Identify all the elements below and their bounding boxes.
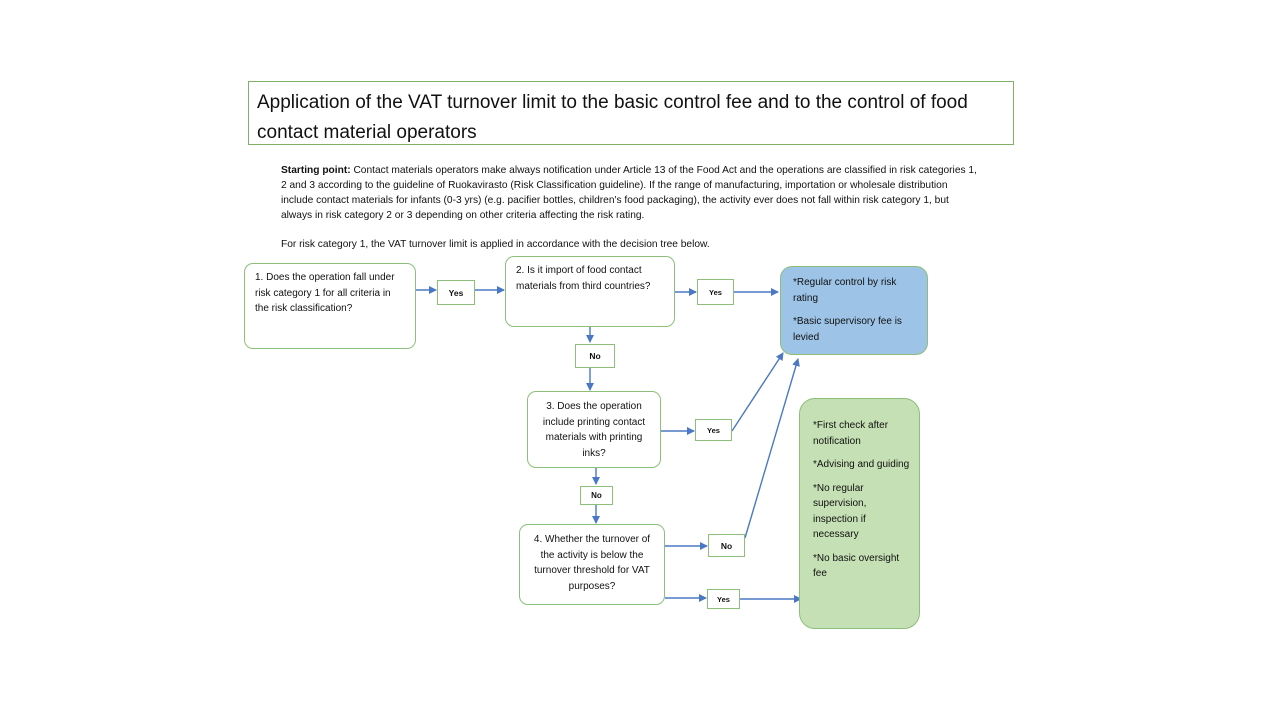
question-3-box: 3. Does the operation include printing c… xyxy=(527,391,661,468)
risk-category-note: For risk category 1, the VAT turnover li… xyxy=(281,239,710,250)
q2-yes-label: Yes xyxy=(697,279,734,305)
light-control-outcome: *First check after notification *Advisin… xyxy=(799,398,920,629)
starting-point-lead: Starting point: xyxy=(281,165,351,176)
question-1-text: 1. Does the operation fall under risk ca… xyxy=(255,272,395,314)
diagram-title: Application of the VAT turnover limit to… xyxy=(248,81,1014,145)
question-4-text: 4. Whether the turnover of the activity … xyxy=(533,534,651,592)
starting-point-paragraph: Starting point: Contact materials operat… xyxy=(281,163,981,223)
regular-control-outcome: *Regular control by risk rating *Basic s… xyxy=(780,266,928,355)
light-outcome-line-4: *No basic oversight fee xyxy=(813,552,900,580)
light-outcome-line-3: *No regular supervision, inspection if n… xyxy=(813,482,867,541)
q2-no-label: No xyxy=(575,344,615,368)
q4-no-label: No xyxy=(708,534,745,557)
question-2-text: 2. Is it import of food contact material… xyxy=(516,265,651,292)
q3-yes-label: Yes xyxy=(695,419,732,441)
arrow-yes-to-regular-diag xyxy=(731,352,784,432)
question-2-box: 2. Is it import of food contact material… xyxy=(505,256,675,327)
light-outcome-line-1: *First check after notification xyxy=(813,420,889,447)
question-1-box: 1. Does the operation fall under risk ca… xyxy=(244,263,416,349)
arrow-no-to-regular-diag xyxy=(744,358,800,539)
regular-outcome-line-1: *Regular control by risk rating xyxy=(793,277,897,304)
question-4-box: 4. Whether the turnover of the activity … xyxy=(519,524,665,605)
question-3-text: 3. Does the operation include printing c… xyxy=(542,401,646,459)
regular-outcome-line-2: *Basic supervisory fee is levied xyxy=(793,316,902,343)
starting-point-text: Contact materials operators make always … xyxy=(281,165,977,221)
q3-no-label: No xyxy=(580,486,613,505)
q4-yes-label: Yes xyxy=(707,589,740,609)
q1-yes-label: Yes xyxy=(437,280,475,305)
light-outcome-line-2: *Advising and guiding xyxy=(813,459,910,470)
